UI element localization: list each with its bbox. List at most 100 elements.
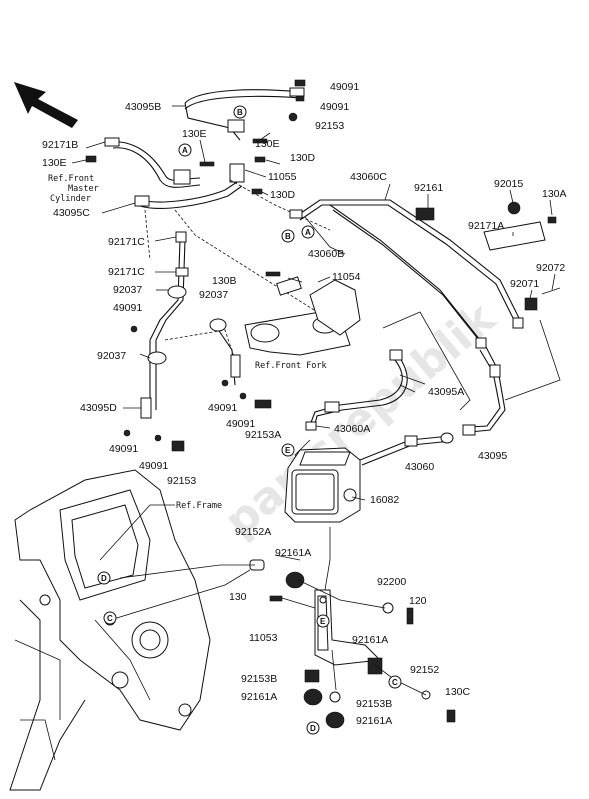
part-label: 130D	[290, 152, 316, 164]
part-label: 130A	[542, 188, 567, 200]
ref-label: Ref.Front	[48, 174, 94, 184]
abs-unit	[284, 447, 361, 523]
hose-fitting	[389, 349, 403, 361]
part-label: 11053	[249, 632, 278, 644]
part-label: 92153B	[356, 698, 392, 710]
part-label: 92161A	[356, 715, 392, 727]
hose-fitting	[440, 432, 454, 444]
part-label: 92071	[510, 278, 539, 290]
part-label: 92161A	[352, 634, 388, 646]
ref-label: Ref.Front Fork	[255, 361, 327, 371]
pipe-fitting	[462, 424, 476, 436]
circle-markers: B A B A E D C E C D	[97, 105, 402, 735]
leader-lines	[99, 504, 427, 696]
grommet	[167, 285, 187, 299]
part-label: 130	[229, 591, 247, 603]
part-label: 49091	[330, 81, 359, 93]
middle-brake-hoses	[140, 231, 241, 419]
hose-fitting	[134, 195, 150, 207]
part-label: 92161	[414, 182, 443, 194]
part-label: 130D	[270, 189, 296, 201]
marker-c	[388, 675, 402, 689]
svg-text:E: E	[320, 617, 326, 626]
part-label: 43060B	[308, 248, 344, 260]
part-label: 49091	[226, 418, 255, 430]
part-label: 130E	[42, 157, 67, 169]
part-label: 49091	[109, 443, 138, 455]
pipe-fitting	[489, 364, 501, 378]
svg-text:A: A	[182, 146, 188, 155]
marker-e	[281, 443, 295, 457]
marker-d	[97, 571, 111, 585]
ref-label: Master	[68, 184, 99, 194]
hose-clamp	[229, 163, 245, 183]
grommet	[147, 351, 167, 365]
part-label: 92072	[536, 262, 565, 274]
label-leaders	[71, 105, 556, 501]
ref-label: Ref.Frame	[176, 501, 222, 511]
grommet	[209, 318, 227, 332]
part-label: 92161A	[241, 691, 277, 703]
reference-texts: Ref.Front Master Cylinder Ref.Front Fork…	[48, 174, 327, 511]
part-label: 92152	[410, 664, 439, 676]
part-label: 43060A	[334, 423, 370, 435]
pipe-fitting	[289, 209, 303, 219]
svg-text:C: C	[107, 614, 113, 623]
ref-label: Cylinder	[50, 194, 91, 204]
fasteners	[85, 79, 561, 729]
part-label: 43060C	[350, 171, 387, 183]
part-label: 130B	[212, 275, 237, 287]
part-label: 92171C	[108, 236, 145, 248]
part-label: 49091	[113, 302, 142, 314]
part-label: 92153B	[241, 673, 277, 685]
svg-text:B: B	[237, 108, 243, 117]
svg-text:C: C	[392, 678, 398, 687]
part-label: 11054	[332, 271, 361, 283]
part-label: 92152A	[235, 526, 271, 538]
part-label: 92171C	[108, 266, 145, 278]
part-label: 49091	[320, 101, 349, 113]
part-label: 92171B	[42, 139, 78, 151]
part-label: 130E	[182, 128, 207, 140]
part-label: 43060	[405, 461, 434, 473]
pipe-fitting	[475, 337, 487, 349]
part-label: 92200	[377, 576, 406, 588]
hose-fitting	[104, 137, 120, 147]
part-label: 49091	[139, 460, 168, 472]
part-label: 92153A	[245, 429, 281, 441]
lower-brake-hoses	[305, 349, 454, 466]
part-labels: 49091 43095B 49091 92153 92171B 130E 130…	[42, 81, 567, 727]
frame	[9, 469, 211, 791]
brake-pipes-right	[289, 199, 524, 436]
part-label: 120	[409, 595, 427, 607]
hose-fitting	[305, 421, 317, 431]
hose-fitting	[230, 354, 241, 378]
part-label: 43095D	[80, 402, 117, 414]
svg-text:E: E	[285, 446, 291, 455]
part-label: 92037	[113, 284, 142, 296]
part-label: 92153	[167, 475, 196, 487]
svg-text:D: D	[310, 724, 316, 733]
marker-a	[178, 143, 192, 157]
part-label: 11055	[268, 171, 297, 183]
part-label: 92171A	[468, 220, 504, 232]
hose-fitting	[289, 87, 305, 97]
hose-fitting	[404, 435, 418, 447]
part-label: 43095C	[53, 207, 90, 219]
part-label: 130E	[255, 138, 280, 150]
marker-c	[103, 611, 117, 625]
marker-e	[316, 614, 330, 628]
upper-brake-hoses	[104, 87, 305, 209]
part-label: 92015	[494, 178, 523, 190]
svg-text:A: A	[305, 228, 311, 237]
hose-clamp	[175, 231, 187, 243]
part-label: 43095	[478, 450, 507, 462]
part-label: 92037	[97, 350, 126, 362]
hose-clamp	[227, 119, 245, 133]
part-label: 92153	[315, 120, 344, 132]
hose-clamp	[175, 267, 189, 277]
part-label: 16082	[370, 494, 399, 506]
marker-d	[306, 721, 320, 735]
pipe-fitting	[512, 317, 524, 329]
